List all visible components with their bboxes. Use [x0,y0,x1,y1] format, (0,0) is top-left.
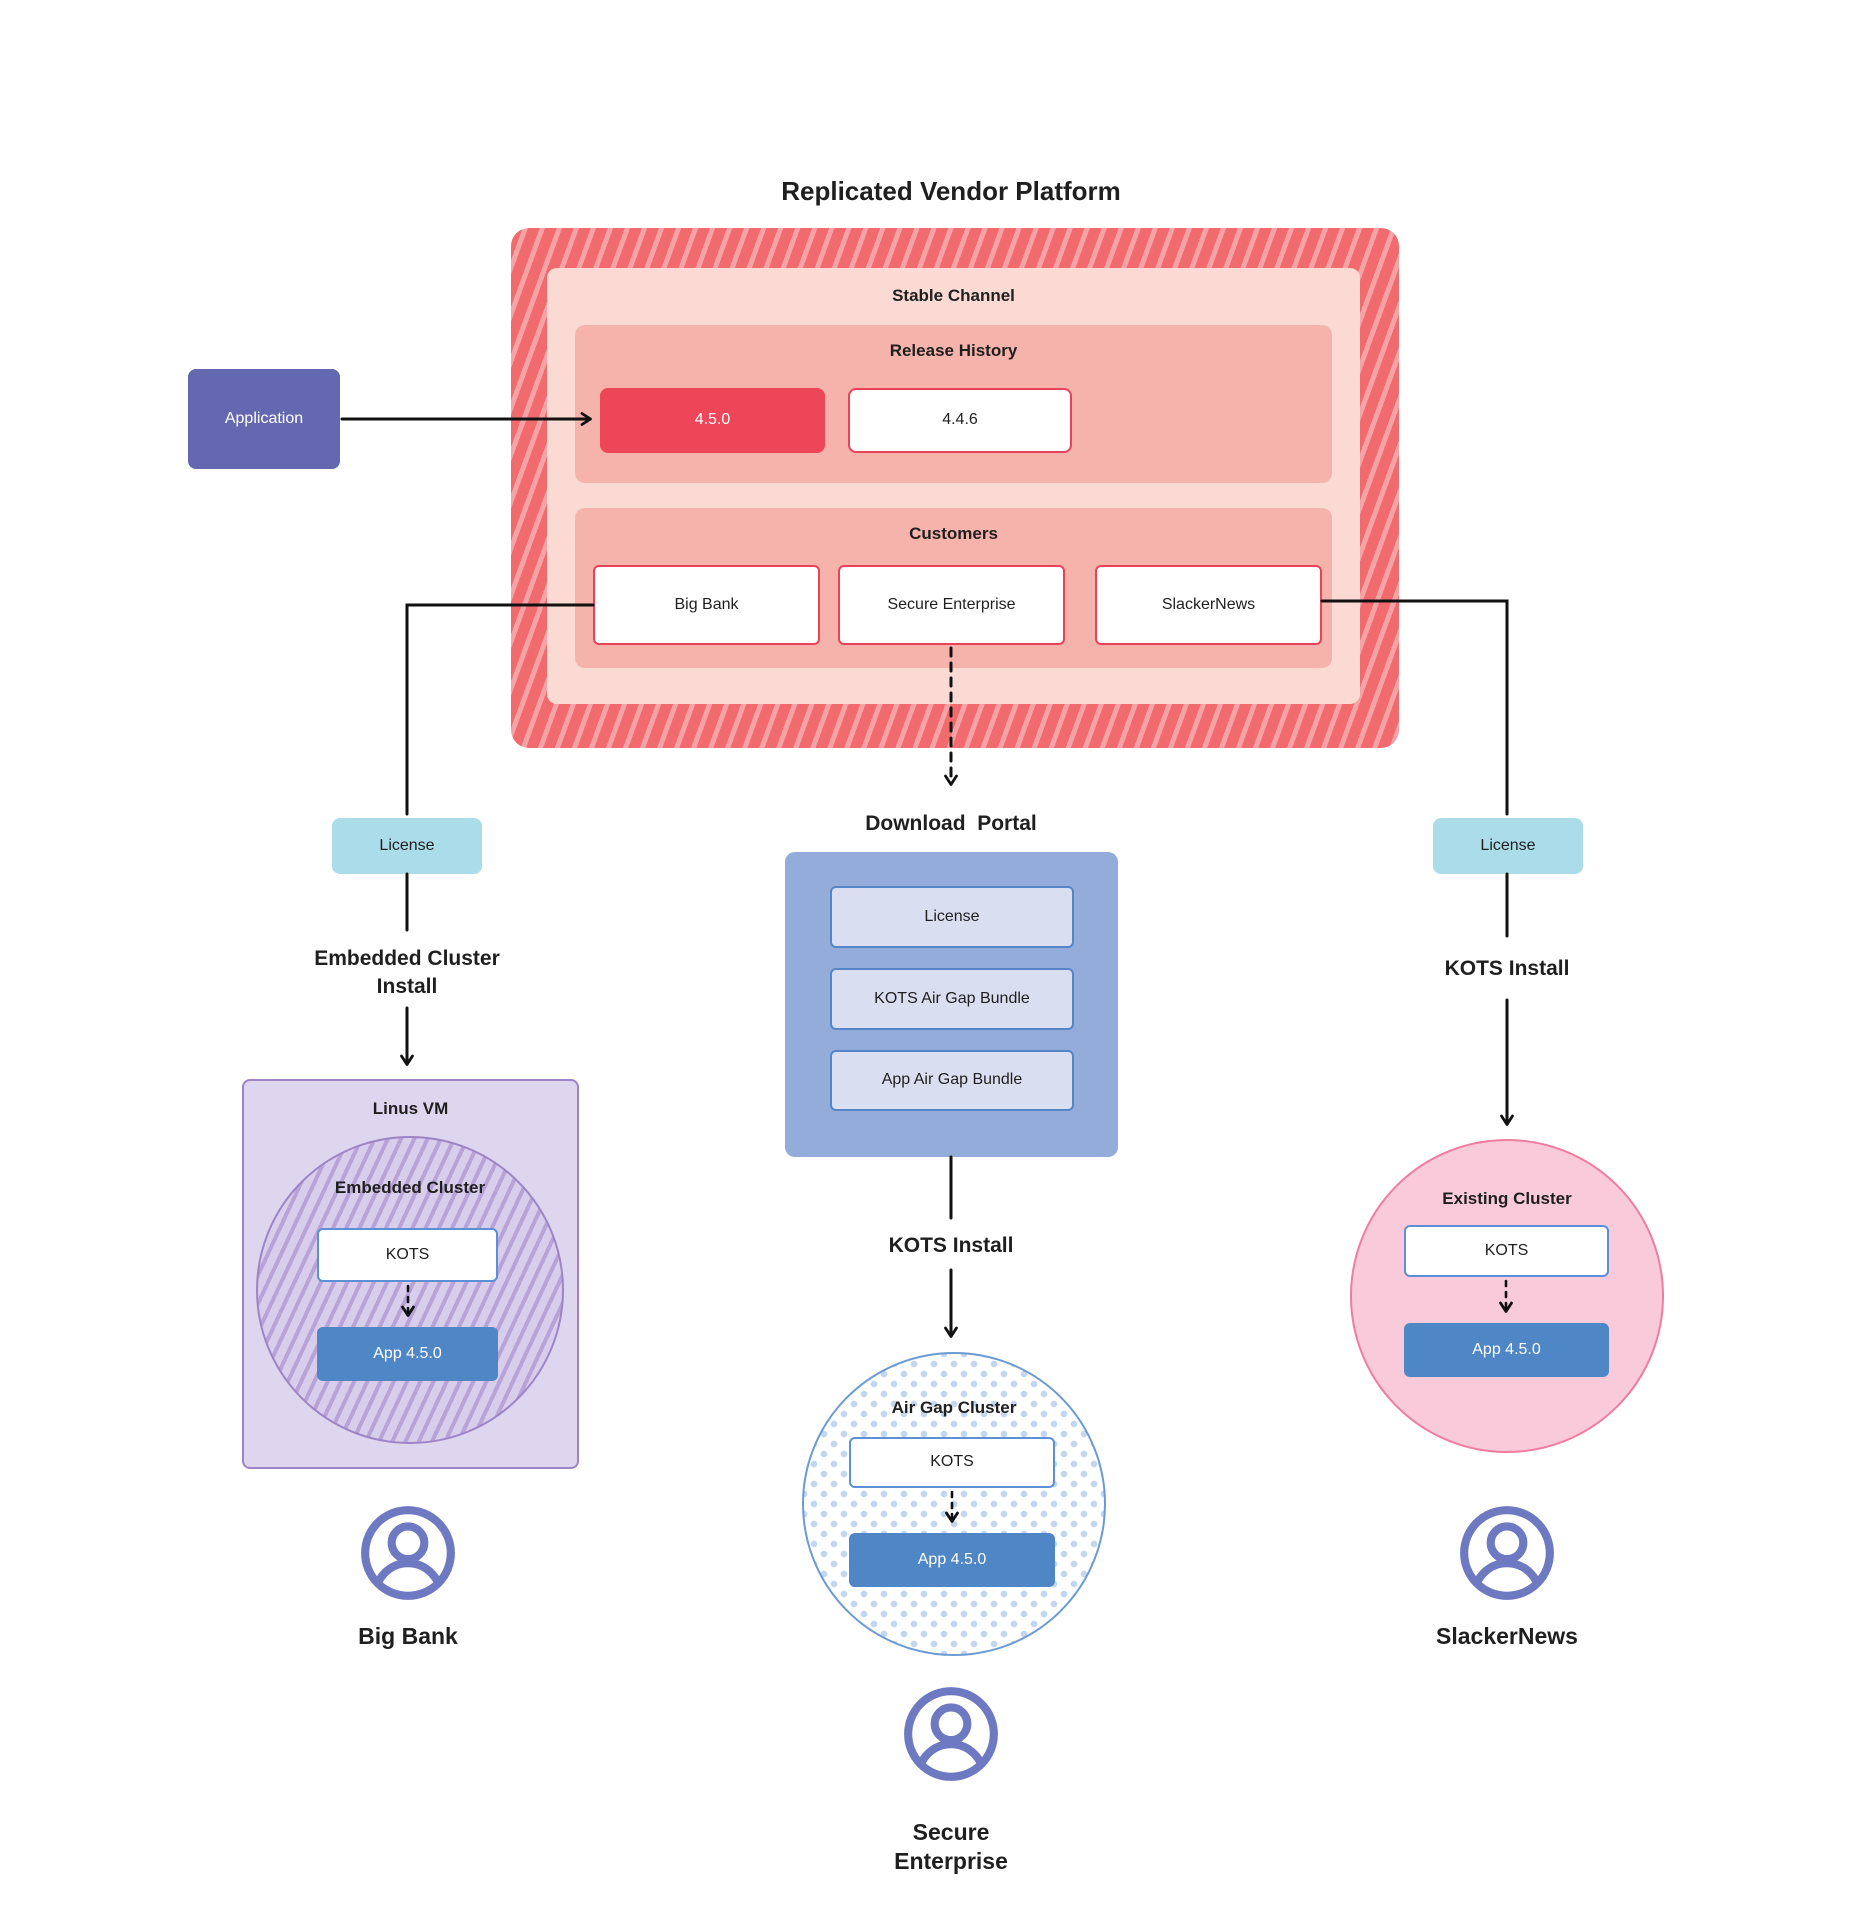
release-box-4-4-6: 4.4.6 [848,388,1072,453]
application-box: Application [188,369,340,469]
customer-box-slackernews: SlackerNews [1095,565,1322,645]
release-box-4-5-0: 4.5.0 [600,388,825,453]
portal-item-license: License [830,886,1074,948]
kots-install-label-center: KOTS Install [888,1234,1014,1257]
embedded-cluster-label: Embedded Cluster [334,1178,486,1197]
stable-channel-label: Stable Channel [892,286,1015,305]
license-box-left: License [332,818,482,874]
embedded-cluster-circle: Embedded Cluster [256,1136,564,1444]
embedded-cluster-install-label: Embedded Cluster Install [314,947,500,999]
customer-box-big-bank: Big Bank [593,565,820,645]
app-box-left: App 4.5.0 [317,1327,498,1381]
existing-cluster-label: Existing Cluster [1442,1189,1572,1208]
air-gap-cluster-label: Air Gap Cluster [891,1398,1017,1417]
page-title: Replicated Vendor Platform [781,176,1121,206]
kots-box-right: KOTS [1404,1225,1609,1277]
user-icon [357,1502,459,1609]
customer-box-secure-enterprise: Secure Enterprise [838,565,1065,645]
release-history-label: Release History [889,341,1018,360]
air-gap-cluster-circle: Air Gap Cluster [802,1352,1106,1656]
user-label-slackernews: SlackerNews [1436,1623,1578,1649]
existing-cluster-circle: Existing Cluster [1350,1139,1664,1453]
kots-box-center: KOTS [849,1437,1055,1488]
kots-install-label-right: KOTS Install [1444,957,1570,980]
linus-vm-label: Linus VM [372,1099,449,1118]
user-label-big-bank: Big Bank [358,1623,458,1649]
kots-box-left: KOTS [317,1228,498,1282]
app-box-right: App 4.5.0 [1404,1323,1609,1377]
user-label-secure-enterprise: Secure Enterprise [894,1819,1008,1874]
app-box-center: App 4.5.0 [849,1533,1055,1587]
customers-label: Customers [909,524,998,543]
portal-item-app-bundle: App Air Gap Bundle [830,1050,1074,1111]
download-portal-label: Download Portal [865,812,1037,835]
license-box-right: License [1433,818,1583,874]
portal-item-kots-bundle: KOTS Air Gap Bundle [830,968,1074,1030]
user-icon [1456,1502,1558,1609]
user-icon [900,1683,1002,1790]
